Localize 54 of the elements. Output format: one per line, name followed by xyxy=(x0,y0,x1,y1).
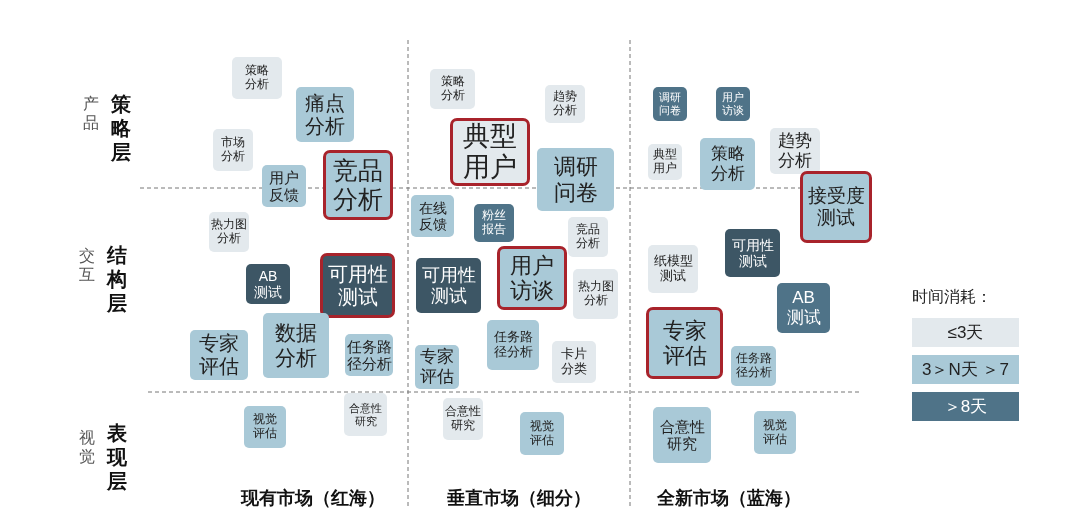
method-box: 合意性研究 xyxy=(653,407,711,463)
method-box: 用户访谈 xyxy=(497,246,567,310)
method-box: 用户访谈 xyxy=(716,87,750,121)
method-box: 专家评估 xyxy=(415,345,459,389)
method-box: 趋势分析 xyxy=(770,128,820,174)
method-box: AB测试 xyxy=(246,264,290,304)
method-box: 竞品分析 xyxy=(323,150,393,220)
method-box: 视觉评估 xyxy=(754,411,796,454)
method-box: 痛点分析 xyxy=(296,87,354,142)
method-box: 市场分析 xyxy=(213,129,253,171)
method-box: 合意性研究 xyxy=(344,393,387,436)
method-box: 视觉评估 xyxy=(520,412,564,455)
method-box: 策略分析 xyxy=(430,69,475,109)
method-box: AB测试 xyxy=(777,283,830,333)
method-box: 粉丝报告 xyxy=(474,204,514,242)
legend-item: ＞8天 xyxy=(912,392,1019,421)
method-box: 纸模型测试 xyxy=(648,245,698,293)
method-box: 合意性研究 xyxy=(443,398,483,440)
method-box: 专家评估 xyxy=(646,307,723,379)
method-box: 策略分析 xyxy=(700,138,755,190)
method-box: 任务路径分析 xyxy=(345,334,393,376)
method-box: 在线反馈 xyxy=(411,195,454,237)
row-label: 产品 xyxy=(82,94,99,133)
method-box: 用户反馈 xyxy=(262,165,306,207)
column-label: 垂直市场（细分） xyxy=(447,487,591,511)
layer-label: 策略层 xyxy=(110,92,131,164)
method-box: 典型用户 xyxy=(648,144,682,180)
method-box: 热力图分析 xyxy=(209,212,249,252)
method-box: 卡片分类 xyxy=(552,341,596,383)
method-box: 趋势分析 xyxy=(545,85,585,123)
method-box: 可用性测试 xyxy=(725,229,780,277)
method-box: 热力图分析 xyxy=(573,269,618,319)
legend-item: ≤3天 xyxy=(912,318,1019,347)
method-box: 任务路径分析 xyxy=(487,320,539,370)
layer-label: 表现层 xyxy=(106,421,127,493)
method-box: 可用性测试 xyxy=(320,253,395,318)
method-box: 竞品分析 xyxy=(568,217,608,257)
method-box: 典型用户 xyxy=(450,118,530,186)
method-box: 调研问卷 xyxy=(537,148,614,211)
method-box: 专家评估 xyxy=(190,330,248,380)
legend-title: 时间消耗： xyxy=(912,287,992,308)
row-label: 交互 xyxy=(78,246,95,285)
method-box: 接受度测试 xyxy=(800,171,872,243)
method-box: 调研问卷 xyxy=(653,87,687,121)
row-label: 视觉 xyxy=(78,428,95,467)
column-label: 现有市场（红海） xyxy=(241,487,385,511)
method-box: 任务路径分析 xyxy=(731,346,776,386)
method-box: 可用性测试 xyxy=(416,258,481,313)
layer-label: 结构层 xyxy=(106,243,127,315)
method-box: 数据分析 xyxy=(263,313,329,378)
method-box: 视觉评估 xyxy=(244,406,286,448)
column-label: 全新市场（蓝海） xyxy=(657,487,801,511)
method-box: 策略分析 xyxy=(232,57,282,99)
legend-item: 3＞N天 ＞7 xyxy=(912,355,1019,384)
